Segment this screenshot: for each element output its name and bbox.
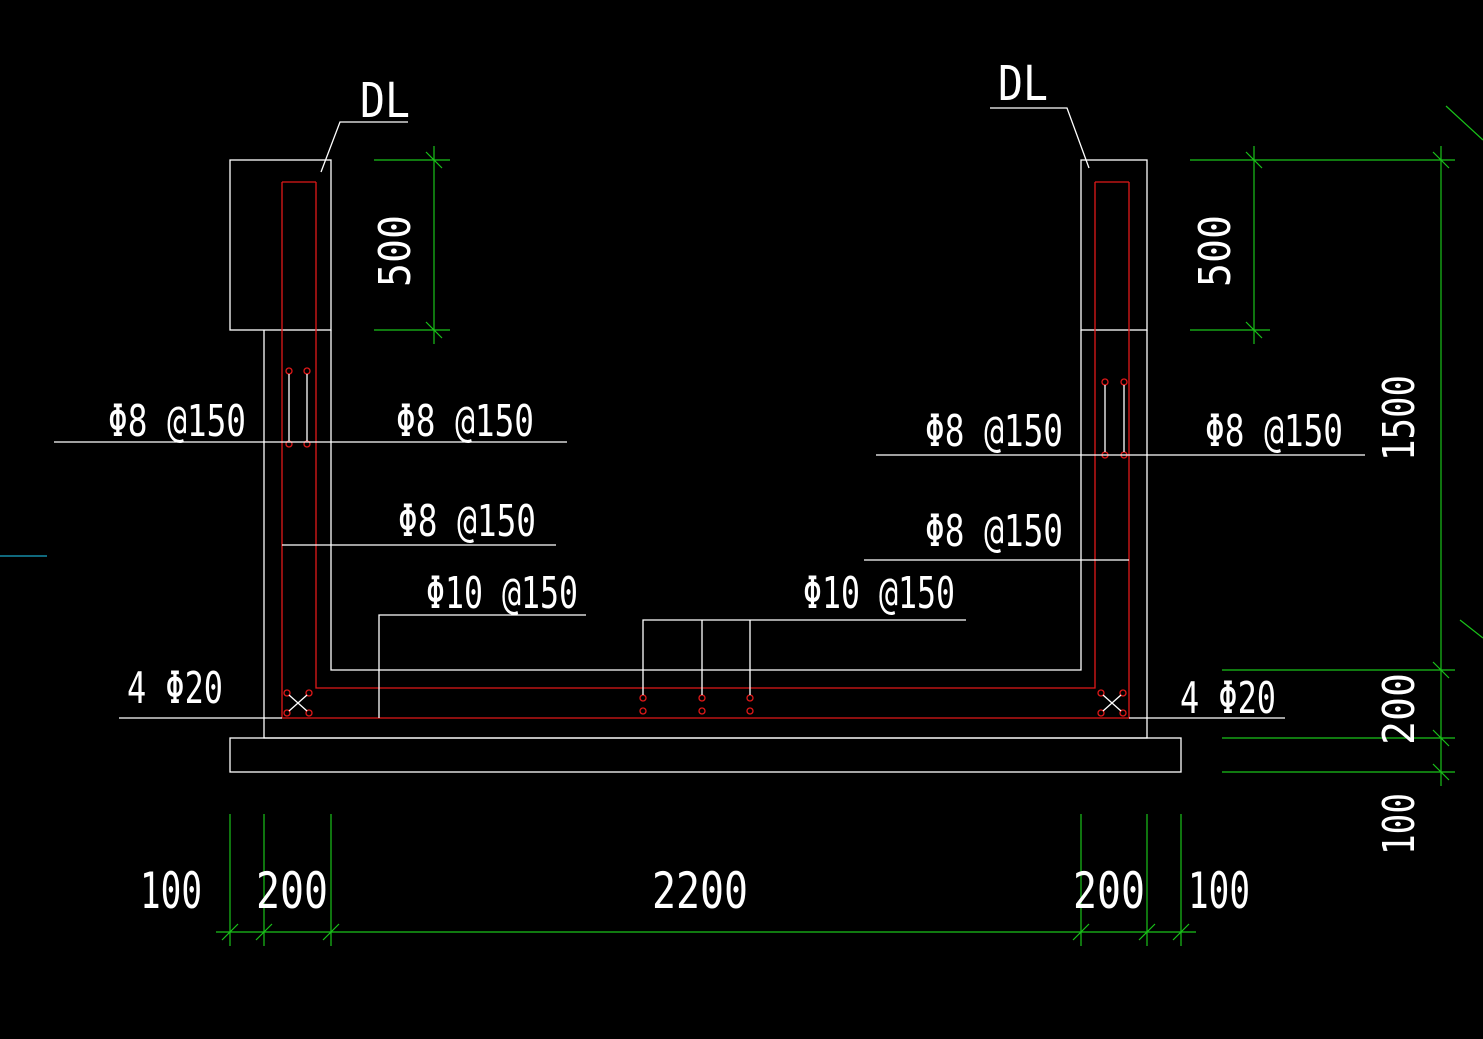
left-slab-rebar-label: Φ10 @150 — [426, 568, 578, 619]
reinforcement — [281, 181, 1130, 719]
outer-rebar-line — [281, 182, 1130, 719]
dimension-lines — [216, 105, 1483, 946]
annotations: DL DL Φ8 @150 Φ8 @150 Φ8 @150 Φ10 @150 4… — [108, 56, 1425, 920]
bottom-dimension-clear-width: 2200 — [652, 862, 748, 920]
left-wall-inner-rebar-label: Φ8 @150 — [396, 396, 534, 447]
leader-lines — [54, 107, 1365, 719]
left-beam-height-dimension: 500 — [370, 215, 421, 287]
bottom-dimension-right-wall: 200 — [1073, 862, 1145, 920]
right-beam-height-dimension: 500 — [1190, 215, 1241, 287]
right-corner-bars — [1097, 689, 1127, 717]
bottom-dimension-left-cushion: 100 — [140, 862, 202, 920]
left-beam-label: DL — [360, 73, 410, 129]
left-wall-distribution-bars — [285, 367, 311, 448]
bottom-dimension-right-cushion: 100 — [1188, 862, 1250, 920]
right-wall-outer-rebar-label: Φ8 @150 — [1205, 406, 1343, 457]
left-corner-rebar-label: 4 Φ20 — [127, 663, 223, 714]
total-height-dimension: 1500 — [1374, 375, 1425, 461]
cushion-thickness-dimension: 100 — [1374, 793, 1425, 855]
slab-thickness-dimension: 200 — [1374, 673, 1425, 745]
right-wall-inner-rebar-label: Φ8 @150 — [925, 406, 1063, 457]
trench-inner-outline — [330, 330, 1082, 671]
left-wall-outer-rebar-label: Φ8 @150 — [108, 396, 246, 447]
left-wall-horizontal-rebar-label: Φ8 @150 — [398, 496, 536, 547]
inner-rebar-line — [315, 182, 1096, 689]
trench-section-outline — [229, 159, 1182, 773]
right-beam-dl — [1080, 159, 1148, 331]
bottom-dimension-left-wall: 200 — [256, 862, 328, 920]
bottom-cushion-layer — [229, 737, 1182, 773]
right-wall-horizontal-rebar-label: Φ8 @150 — [925, 506, 1063, 557]
right-slab-rebar-label: Φ10 @150 — [803, 568, 955, 619]
left-beam-dl — [229, 159, 332, 331]
right-corner-rebar-label: 4 Φ20 — [1180, 673, 1276, 724]
right-beam-label: DL — [998, 56, 1048, 112]
left-corner-bars — [283, 689, 313, 717]
